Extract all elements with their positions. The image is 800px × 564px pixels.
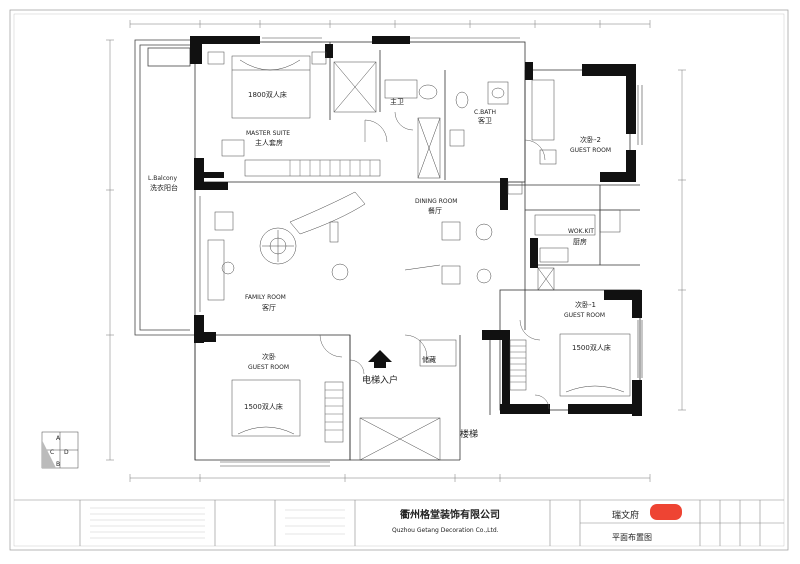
family-room-label-cn: 客厅 [262,303,276,312]
compass-letter-d: D [64,449,69,456]
master-suite-label-cn: 主人套房 [255,138,283,147]
guest-room-2-furniture [531,79,557,165]
right-dimension-line [678,69,686,411]
guest-room-label-en: GUEST ROOM [248,364,289,371]
storage-label: 储藏 [422,355,436,364]
guest-room-1-label-cn: 次卧-1 [575,300,596,309]
top-dimension-line [129,20,651,28]
compass-letter-b: B [56,461,60,468]
guest-room-1-label-en: GUEST ROOM [564,312,605,319]
entrance-label: 电梯入户 [362,374,398,386]
compass-letter-c: C [50,449,54,456]
company-name-en: Quzhou Getang Decoration Co.,Ltd. [392,527,499,534]
master-suite-furniture [207,51,381,177]
redaction-mark [650,504,682,520]
guest-room-1-furniture [509,333,631,397]
kitchen-fixtures [507,181,621,291]
master-bath-label: 主卫 [390,97,404,106]
stairs-label: 楼梯 [460,428,478,440]
drawing-frame [9,9,789,551]
dining-label-cn: 餐厅 [428,206,442,215]
door-swings [319,111,550,410]
family-room-label-en: FAMILY ROOM [245,294,286,301]
master-suite-label-en: MASTER SUITE [246,130,290,137]
structural-walls [190,36,642,416]
guest-room-bed-label: 1500双人床 [244,402,283,411]
title-block-notes [90,507,345,539]
bathroom-fixtures [333,61,509,179]
key-plan-compass [41,431,79,469]
guest-room-2-label-cn: 次卧-2 [580,135,601,144]
bath-label-en: C.BATH [474,109,496,116]
dining-label-en: DINING ROOM [415,198,457,205]
guest-room-label-cn: 次卧 [262,352,276,361]
kitchen-label-en: WOK.KIT [568,228,594,235]
elevator-stair-area [359,339,457,461]
master-suite-bed-label: 1800双人床 [248,90,287,99]
guest-room-2-label-en: GUEST ROOM [570,147,611,154]
bath-label-cn: 客卫 [478,116,492,125]
kitchen-label-cn: 厨房 [573,237,587,246]
bottom-dimension-line [129,474,651,482]
windows [199,37,643,467]
balcony-label-en: L.Balcony [148,175,177,182]
drawing-title: 平面布置图 [612,532,652,542]
interior-walls [194,41,641,461]
family-room-furniture [207,191,366,301]
company-name-cn: 衢州格堂装饰有限公司 [400,508,500,521]
balcony-label-cn: 洗衣阳台 [150,183,178,192]
project-name: 瑞文府 [612,509,639,521]
guest-room-furniture [231,379,344,443]
left-dimension-line [106,39,114,461]
title-block [14,499,784,546]
dining-furniture [404,221,493,285]
entrance-arrow-icon [368,350,392,368]
compass-letter-a: A [56,435,61,442]
guest-room-1-bed-label: 1500双人床 [572,343,611,352]
